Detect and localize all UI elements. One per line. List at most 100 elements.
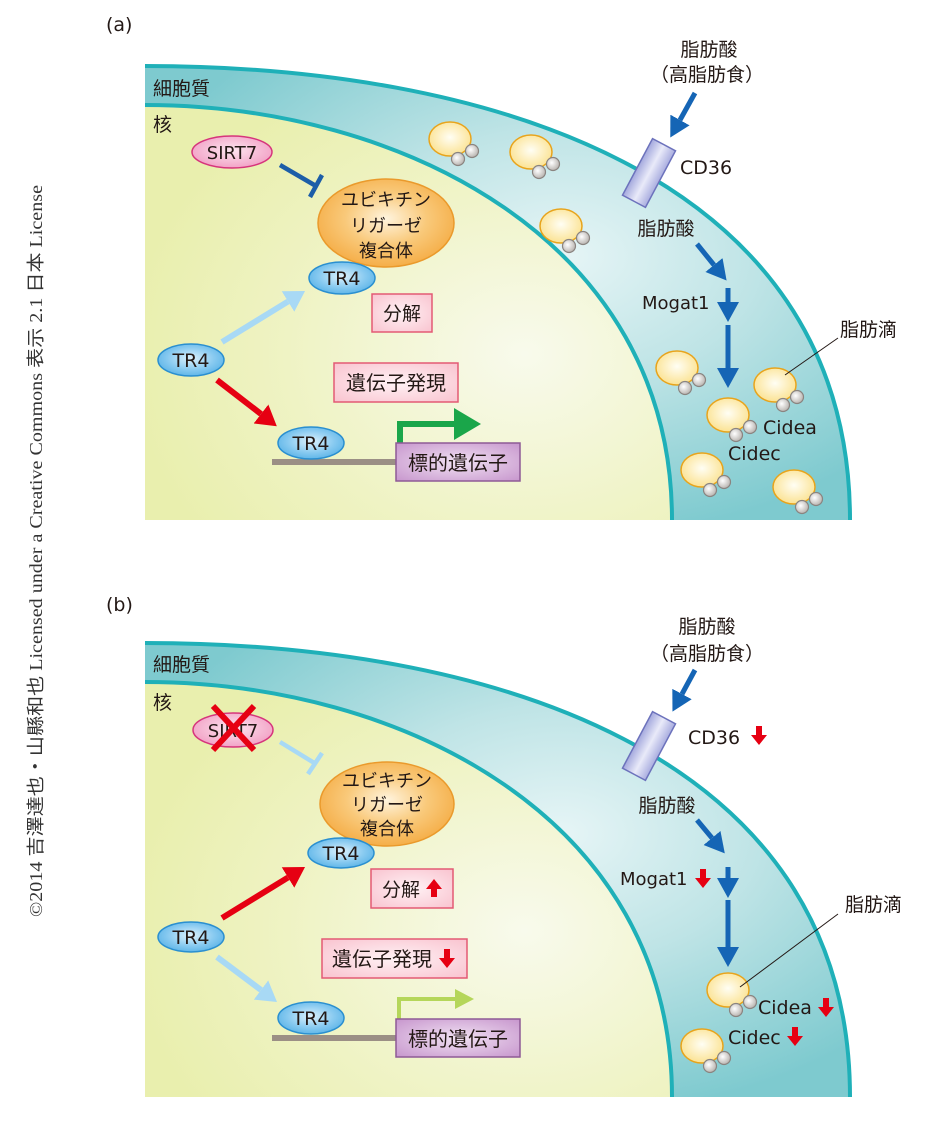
cd36-label: CD36 — [688, 727, 740, 749]
target-gene-box: 標的遺伝子 — [395, 442, 521, 482]
lipid-droplet-label: 脂肪滴 — [840, 319, 897, 341]
droplet-body — [706, 972, 750, 1008]
complex-label-line2: リガーゼ — [351, 795, 423, 816]
gene-expression-box: 遺伝子発現 — [321, 938, 468, 979]
cell-membrane — [144, 641, 852, 1098]
fatty-acid-source-line1: 脂肪酸 — [678, 616, 735, 638]
arrow-fatty-acid-to-mogat1 — [695, 818, 725, 854]
lipid-droplets — [680, 972, 758, 1074]
droplet-protein — [691, 372, 707, 388]
lipid-droplet — [706, 972, 758, 1018]
transcription-arrow-weak — [397, 989, 474, 1019]
ubiquitin-ligase-complex: ユビキチン リガーゼ 複合体 — [319, 761, 455, 847]
nuclear-membrane — [144, 103, 674, 521]
transcription-arrow — [397, 408, 481, 444]
cd36-transporter — [621, 137, 677, 209]
cidea-label: Cidea — [758, 997, 812, 1019]
tr4-label: TR4 — [292, 433, 330, 455]
complex-label-line1: ユビキチン — [341, 190, 431, 211]
droplet-protein — [702, 482, 718, 498]
lipid-droplet — [680, 1028, 732, 1074]
tr4-node-dna-bound: TR4 — [277, 1001, 345, 1035]
droplet-protein — [808, 491, 824, 507]
arrow-tr4-to-degradation — [220, 867, 306, 921]
droplet-protein — [794, 499, 810, 515]
droplet-protein — [677, 380, 693, 396]
arrow-fatty-acid-uptake — [670, 91, 698, 138]
nuclear-membrane — [144, 680, 674, 1098]
sirt7-node-knocked-out: SIRT7 — [192, 703, 274, 753]
sirt7-node: SIRT7 — [191, 135, 273, 169]
panel-a: (a) 細胞質 核 SIRT7 ユビキチン リガーゼ 複合体 TR4 — [106, 14, 897, 521]
lipid-droplet-leader-line — [784, 337, 839, 376]
lipid-droplet — [428, 121, 480, 167]
cidea-label: Cidea — [763, 417, 817, 439]
panel-b: (b) 細胞質 核 SIRT7 ユビキチン リガーゼ 複合体 — [106, 594, 902, 1098]
lipid-droplet — [772, 469, 824, 515]
lipid-droplet — [753, 367, 805, 413]
lipid-droplets — [428, 121, 824, 515]
droplet-protein — [728, 427, 744, 443]
droplet-protein — [464, 143, 480, 159]
droplet-body — [539, 208, 583, 244]
droplet-body — [680, 452, 724, 488]
inhibition-arrow-lost — [278, 740, 324, 776]
degradation-label: 分解 — [383, 303, 421, 325]
nucleus-label: 核 — [153, 114, 172, 136]
gene-expression-label: 遺伝子発現 — [332, 947, 432, 971]
degradation-label: 分解 — [382, 879, 420, 901]
tr4-node-bound-complex: TR4 — [307, 837, 375, 869]
cidec-label: Cidec — [728, 1027, 781, 1049]
droplet-protein — [450, 151, 466, 167]
gene-expression-label: 遺伝子発現 — [346, 371, 446, 395]
droplet-body — [509, 134, 553, 170]
cd36-label: CD36 — [680, 157, 732, 179]
droplet-protein — [702, 1058, 718, 1074]
tr4-label: TR4 — [322, 843, 360, 865]
lipid-droplet — [509, 134, 561, 180]
fatty-acid-source-line2: （高脂肪食） — [650, 643, 764, 665]
gene-expression-box: 遺伝子発現 — [333, 362, 459, 403]
droplet-protein — [742, 419, 758, 435]
tr4-node-free: TR4 — [157, 343, 225, 377]
degradation-box: 分解 — [371, 293, 433, 333]
panel-label: (b) — [106, 594, 133, 616]
droplet-protein — [561, 238, 577, 254]
tr4-label: TR4 — [323, 268, 361, 290]
droplet-body — [772, 469, 816, 505]
droplet-body — [428, 121, 472, 157]
droplet-body — [706, 397, 750, 433]
droplet-body — [753, 367, 797, 403]
droplet-protein — [531, 164, 547, 180]
target-gene-label: 標的遺伝子 — [408, 1027, 508, 1051]
tr4-label: TR4 — [172, 350, 210, 372]
mogat1-decrease-arrow-icon — [695, 869, 711, 888]
cytoplasm-label: 細胞質 — [153, 78, 210, 100]
cytoplasm-label: 細胞質 — [153, 654, 210, 676]
cidea-decrease-arrow-icon — [818, 998, 834, 1017]
tr4-node-dna-bound: TR4 — [277, 426, 345, 460]
panel-label: (a) — [106, 14, 132, 36]
arrow-tr4-to-target-gene — [215, 954, 277, 1002]
target-gene-box: 標的遺伝子 — [395, 1018, 521, 1058]
mogat1-label: Mogat1 — [642, 293, 710, 314]
fatty-acid-label: 脂肪酸 — [637, 218, 694, 240]
decrease-arrow-icon — [439, 949, 455, 968]
cd36-decrease-arrow-icon — [751, 726, 767, 745]
droplet-protein — [728, 1002, 744, 1018]
lipid-droplet-leader-line — [739, 913, 839, 988]
lipid-droplet — [706, 397, 758, 443]
complex-label-line2: リガーゼ — [350, 216, 422, 237]
fatty-acid-label: 脂肪酸 — [638, 795, 695, 817]
droplet-protein — [575, 230, 591, 246]
cidec-label: Cidec — [728, 443, 781, 465]
ubiquitin-ligase-complex: ユビキチン リガーゼ 複合体 — [317, 178, 455, 268]
droplet-body — [680, 1028, 724, 1064]
droplet-protein — [545, 156, 561, 172]
knockout-cross-icon — [210, 703, 257, 753]
copyright-notice: ©2014 吉澤達也・山縣和也 Licensed under a Creativ… — [26, 185, 46, 917]
mogat1-label: Mogat1 — [620, 869, 688, 890]
lipid-droplet — [680, 452, 732, 498]
cell-membrane — [144, 64, 852, 521]
droplet-protein — [789, 389, 805, 405]
